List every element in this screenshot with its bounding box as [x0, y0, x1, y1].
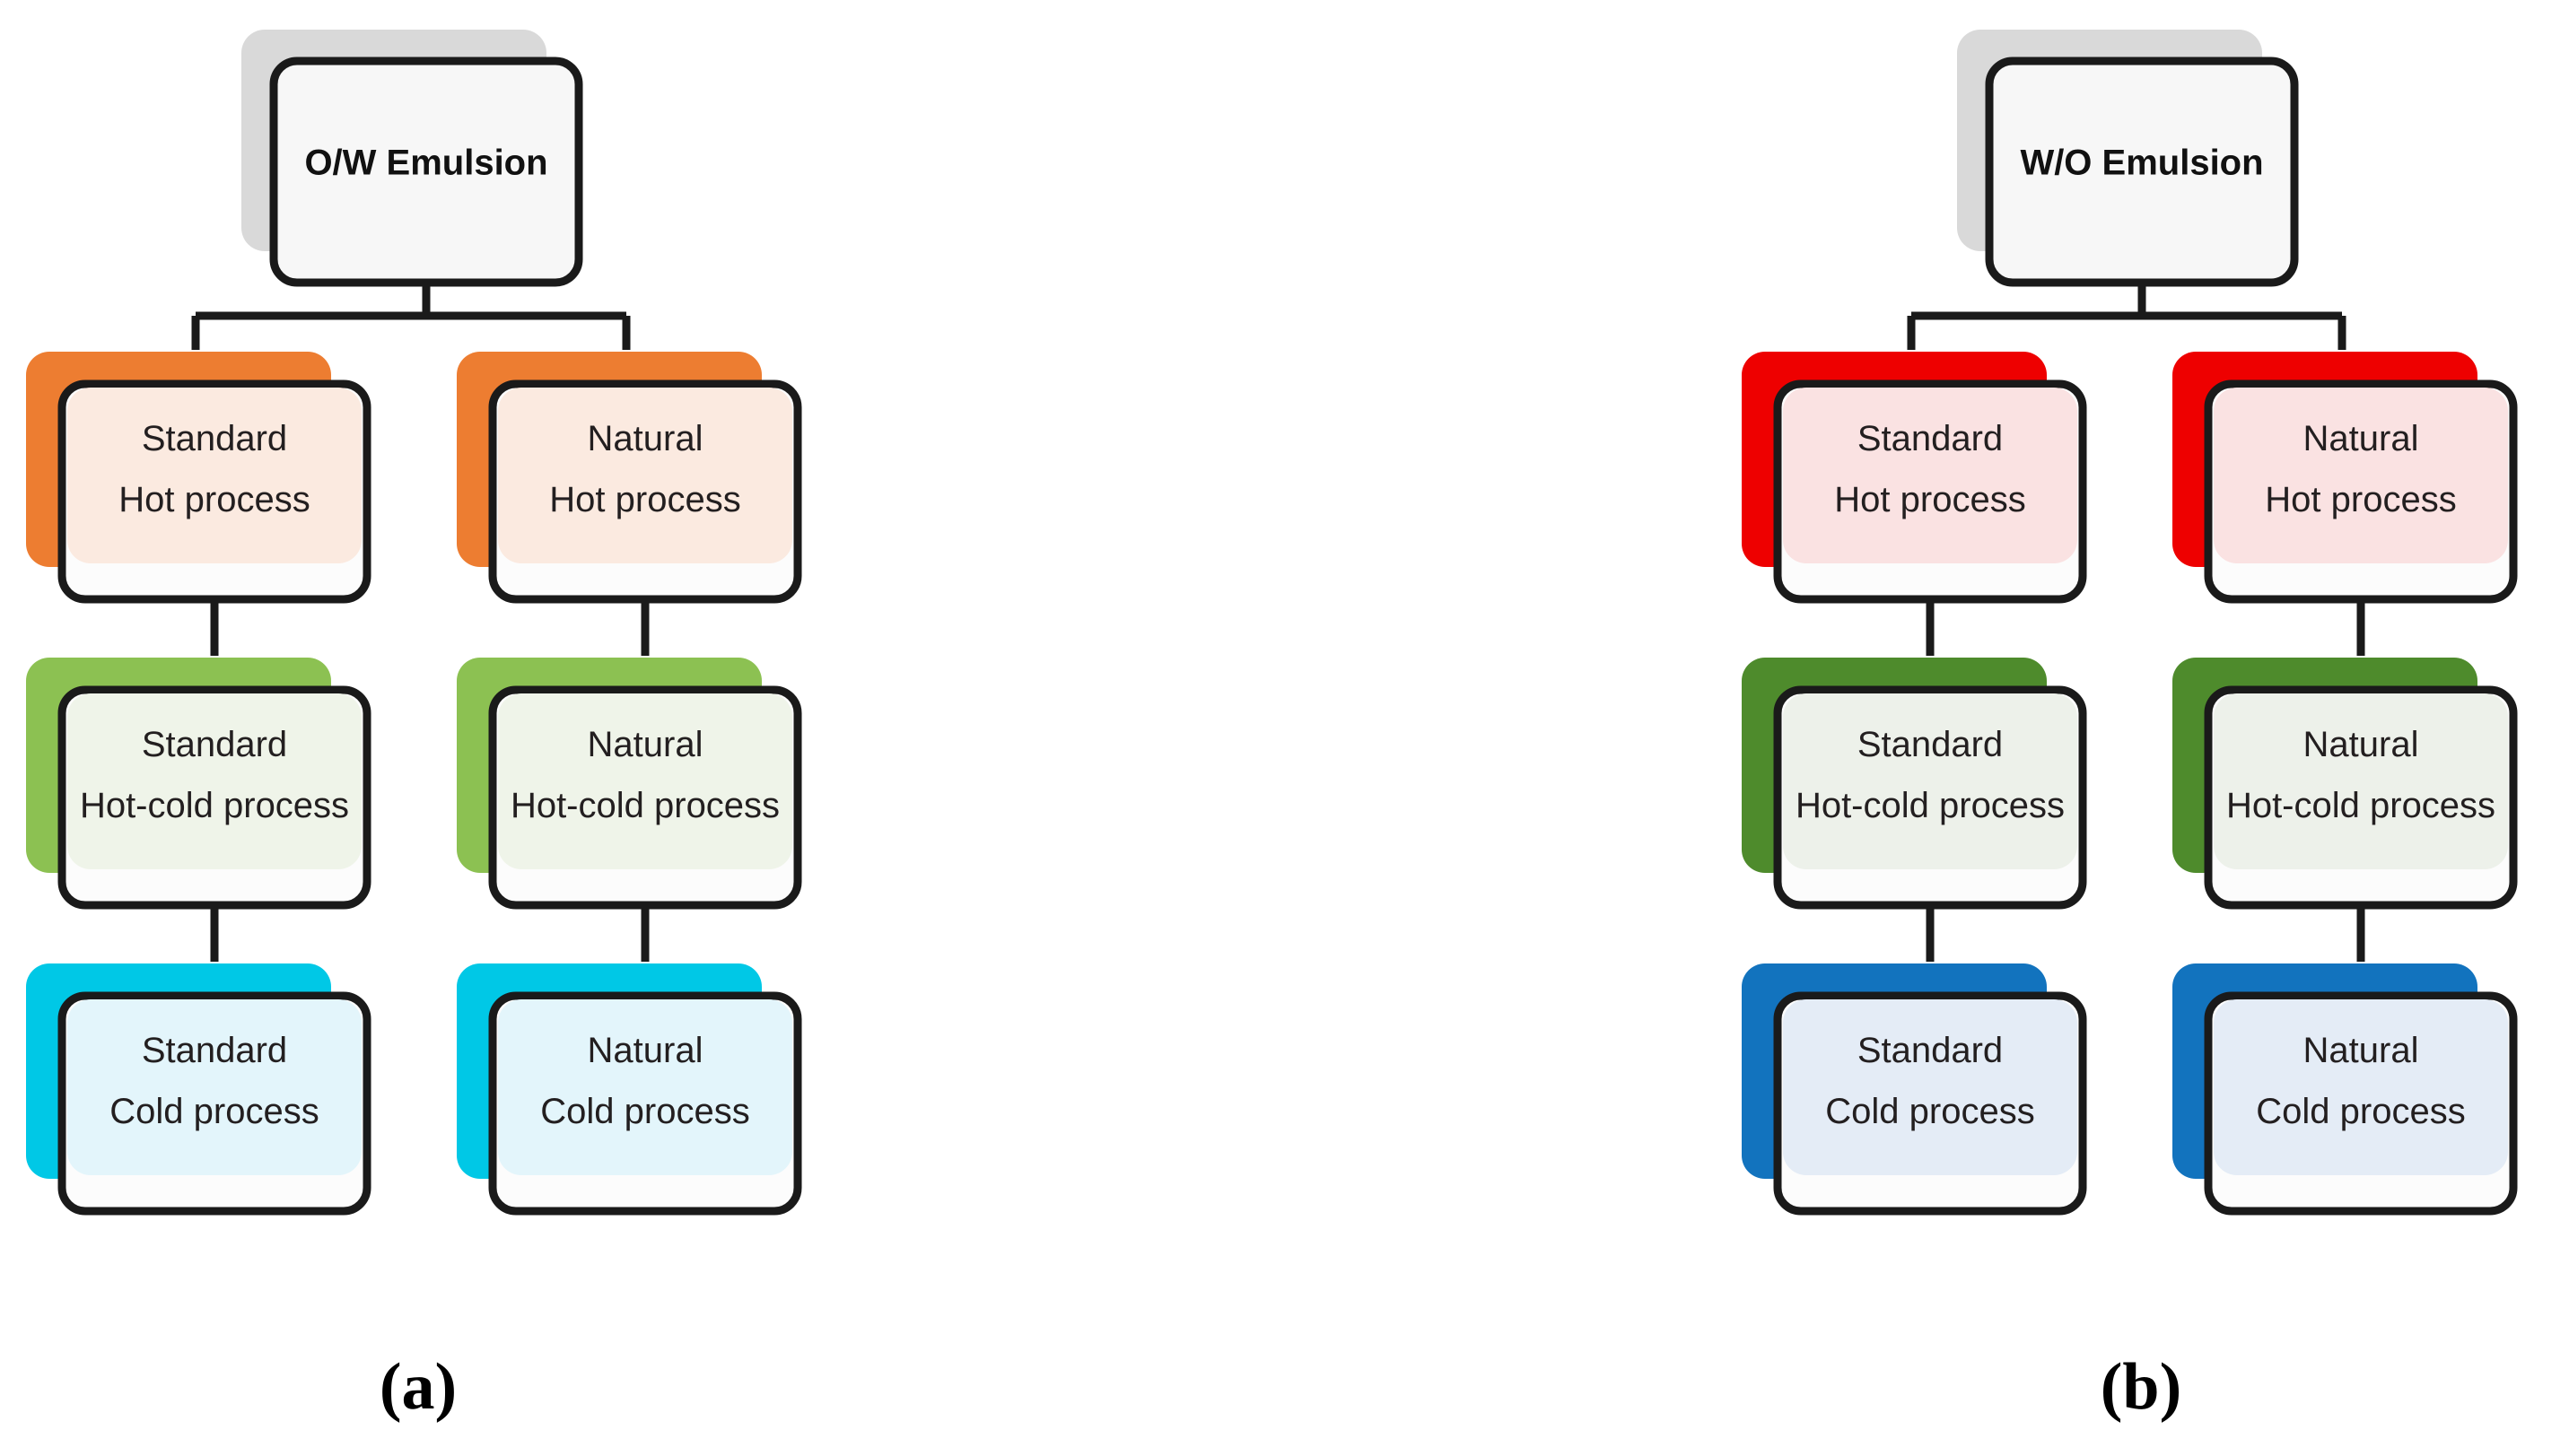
node-tint-fill	[1783, 693, 2077, 869]
node-label-line1: Standard	[1857, 1031, 2003, 1070]
node-label-line1: Standard	[142, 725, 287, 764]
node-label-line2: Hot process	[549, 480, 740, 519]
node-tint-fill	[498, 388, 792, 563]
node-label-line2: Hot process	[118, 480, 310, 519]
node-label-line1: Natural	[2303, 1031, 2419, 1070]
node-label-line1: Standard	[142, 1031, 287, 1070]
node-label-line1: Standard	[142, 419, 287, 458]
node-tint-fill	[1783, 388, 2077, 563]
panel-caption: (b)	[2101, 1350, 2181, 1424]
node-label-line2: Hot process	[1834, 480, 2025, 519]
connector-group	[191, 283, 650, 962]
root-node[interactable]: W/O Emulsion	[1957, 30, 2299, 287]
panel-caption: (a)	[380, 1350, 457, 1424]
node-label-line1: Natural	[2303, 419, 2419, 458]
node-label-line2: Cold process	[109, 1092, 319, 1131]
node-tint-fill	[67, 693, 362, 869]
node-label-line1: Natural	[2303, 725, 2419, 764]
node-label-line2: Hot-cold process	[511, 786, 780, 825]
connector-group	[1907, 283, 2365, 962]
node-tint-fill	[498, 999, 792, 1175]
node-label-line1: Natural	[588, 1031, 703, 1070]
node-tint-fill	[67, 999, 362, 1175]
node-label-line1: Standard	[1857, 419, 2003, 458]
node-label-line2: Hot-cold process	[1796, 786, 2065, 825]
node-label-line1: Natural	[588, 419, 703, 458]
node-label-line2: Cold process	[540, 1092, 749, 1131]
node-tint-fill	[498, 693, 792, 869]
node-label-line2: Cold process	[2256, 1092, 2465, 1131]
root-label: W/O Emulsion	[2020, 144, 2263, 183]
node-label-line1: Standard	[1857, 725, 2003, 764]
node-tint-fill	[2214, 693, 2508, 869]
node-tint-fill	[2214, 999, 2508, 1175]
node-label-line2: Hot-cold process	[80, 786, 349, 825]
root-node[interactable]: O/W Emulsion	[241, 30, 583, 287]
node-tint-fill	[2214, 388, 2508, 563]
node-label-line1: Natural	[588, 725, 703, 764]
root-label: O/W Emulsion	[304, 144, 547, 183]
node-label-line2: Hot-cold process	[2226, 786, 2495, 825]
node-tint-fill	[67, 388, 362, 563]
node-label-line2: Hot process	[2265, 480, 2456, 519]
node-label-line2: Cold process	[1825, 1092, 2034, 1131]
node-tint-fill	[1783, 999, 2077, 1175]
